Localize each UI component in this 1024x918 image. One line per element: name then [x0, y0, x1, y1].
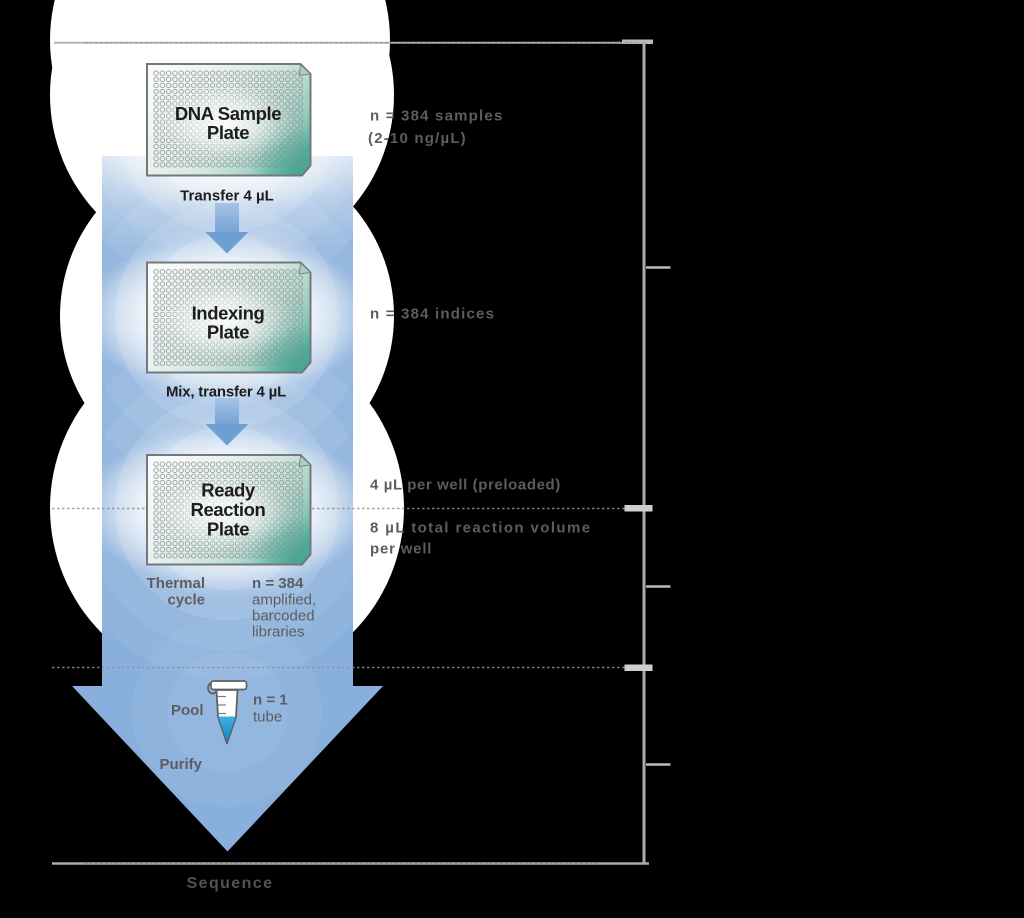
- svg-text:(2-10 ng/µL): (2-10 ng/µL): [368, 130, 467, 147]
- svg-text:Mix, transfer 4 µL: Mix, transfer 4 µL: [166, 384, 286, 401]
- svg-text:Plate: Plate: [207, 321, 249, 342]
- svg-text:Sequence: Sequence: [187, 875, 274, 892]
- svg-text:n = 1: n = 1: [253, 692, 288, 709]
- svg-text:n = 384 indices: n = 384 indices: [370, 306, 495, 323]
- svg-text:Pool: Pool: [171, 702, 204, 719]
- svg-text:8 µL total reaction volume: 8 µL total reaction volume: [370, 520, 591, 537]
- svg-text:Indexing: Indexing: [192, 302, 265, 323]
- svg-text:tube: tube: [253, 709, 282, 726]
- svg-text:n = 384 samples: n = 384 samples: [370, 108, 504, 125]
- svg-text:barcoded: barcoded: [252, 608, 315, 625]
- svg-text:Transfer 4 µL: Transfer 4 µL: [180, 188, 274, 205]
- svg-text:Reaction: Reaction: [191, 499, 266, 520]
- svg-text:n = 384: n = 384: [252, 575, 304, 592]
- svg-text:Plate: Plate: [207, 519, 249, 540]
- svg-text:cycle: cycle: [167, 592, 205, 609]
- svg-text:libraries: libraries: [252, 624, 305, 641]
- svg-text:Ready: Ready: [201, 480, 256, 501]
- svg-text:amplified,: amplified,: [252, 592, 316, 609]
- svg-text:Purify: Purify: [159, 756, 202, 773]
- svg-text:Thermal: Thermal: [147, 575, 205, 592]
- svg-text:4 µL per well (preloaded): 4 µL per well (preloaded): [370, 477, 561, 494]
- svg-text:DNA Sample: DNA Sample: [175, 103, 281, 124]
- svg-text:Plate: Plate: [207, 122, 249, 143]
- svg-text:per well: per well: [370, 541, 432, 558]
